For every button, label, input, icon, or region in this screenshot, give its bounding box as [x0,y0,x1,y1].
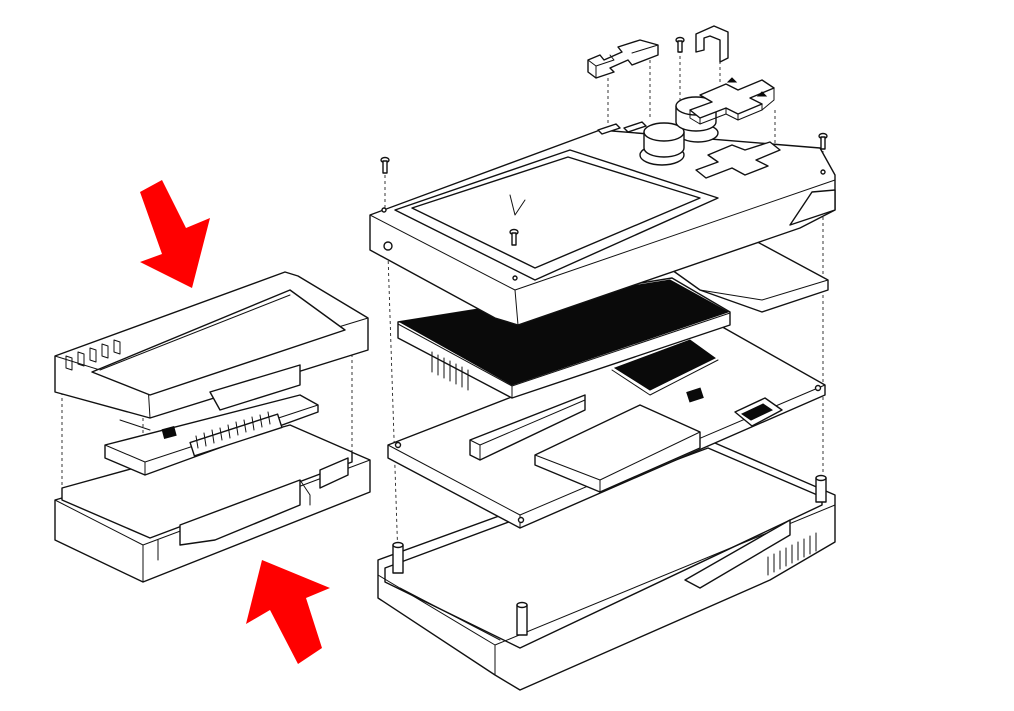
display-pins [431,351,469,391]
arrow-up-icon [246,560,330,664]
case-vent-grille [767,532,817,576]
main-assembly [369,25,836,691]
small-top-cover [54,271,369,431]
pcb-chip [161,425,177,439]
pcb-battery [534,404,701,493]
select-start-buttons [587,39,659,79]
case-standoffs [392,474,827,636]
pcb-processor-chip [611,339,719,396]
arrow-down-icon [140,180,210,288]
shell-dpad-cutout [695,141,781,179]
display-module [397,277,731,399]
pcb-connector [469,394,586,461]
pcb-sd-slot [734,397,783,427]
pcb-connector-pins [189,411,283,457]
main-pcb [387,319,826,529]
small-pcb [104,394,319,476]
cover-vent-slots [65,339,121,371]
pcb-small-chip [686,387,704,403]
main-top-shell [369,121,836,326]
small-bottom-tray [54,424,371,583]
screw-icon [818,132,828,150]
screw-icon [675,36,685,53]
screw-icon [380,156,390,174]
small-assembly [54,271,371,583]
dpad-icon [689,77,775,125]
shell-select-slots [597,121,647,135]
screws [380,36,828,246]
main-bottom-case [377,439,836,691]
shoulder-button-icon [695,25,729,63]
button-a-icon [643,122,685,158]
screw-icon [509,228,519,246]
